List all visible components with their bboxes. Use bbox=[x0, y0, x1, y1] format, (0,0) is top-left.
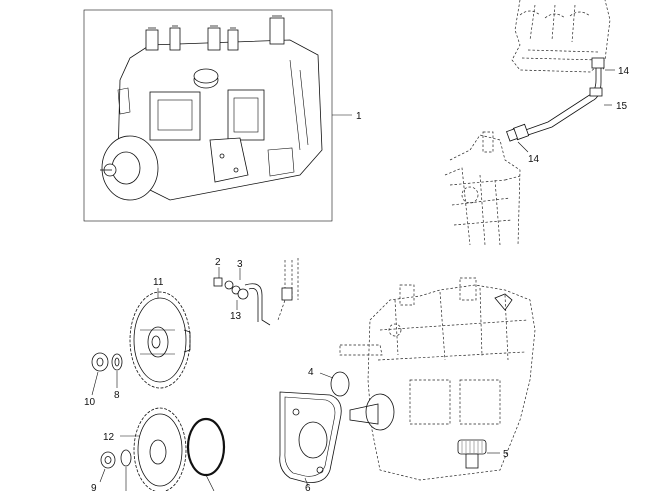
callout-9: 9 bbox=[91, 483, 97, 491]
gear-11-illustration bbox=[129, 291, 191, 389]
callout-13: 13 bbox=[230, 311, 242, 322]
nut-and-washer-lower bbox=[99, 449, 132, 491]
filler-cap-5 bbox=[457, 439, 487, 469]
seal-ring-4 bbox=[330, 371, 350, 397]
callout-1: 1 bbox=[356, 111, 362, 122]
callout-14-top: 14 bbox=[618, 66, 630, 77]
callout-14-mid: 14 bbox=[528, 154, 540, 165]
pump-drive-shaft bbox=[349, 393, 395, 431]
callout-6: 6 bbox=[305, 483, 311, 491]
gear-12-illustration bbox=[133, 407, 226, 491]
callout-3: 3 bbox=[237, 259, 243, 270]
callout-12: 12 bbox=[103, 432, 115, 443]
callout-5: 5 bbox=[503, 449, 509, 460]
callout-10: 10 bbox=[84, 397, 96, 408]
pump-outline-dashed-top bbox=[444, 131, 521, 246]
callout-8: 8 bbox=[114, 390, 120, 401]
callout-4: 4 bbox=[308, 367, 314, 378]
callout-15: 15 bbox=[616, 101, 628, 112]
gasket-6 bbox=[279, 391, 342, 483]
pump-outline-dashed-bottom bbox=[339, 277, 536, 481]
injector-pipe bbox=[506, 57, 605, 142]
callout-11: 11 bbox=[153, 277, 164, 288]
nut-and-washer-upper bbox=[91, 352, 123, 396]
injection-pump-assembly-illustration bbox=[83, 9, 333, 222]
callout-2: 2 bbox=[215, 257, 221, 268]
banjo-fitting-parts bbox=[213, 258, 299, 326]
